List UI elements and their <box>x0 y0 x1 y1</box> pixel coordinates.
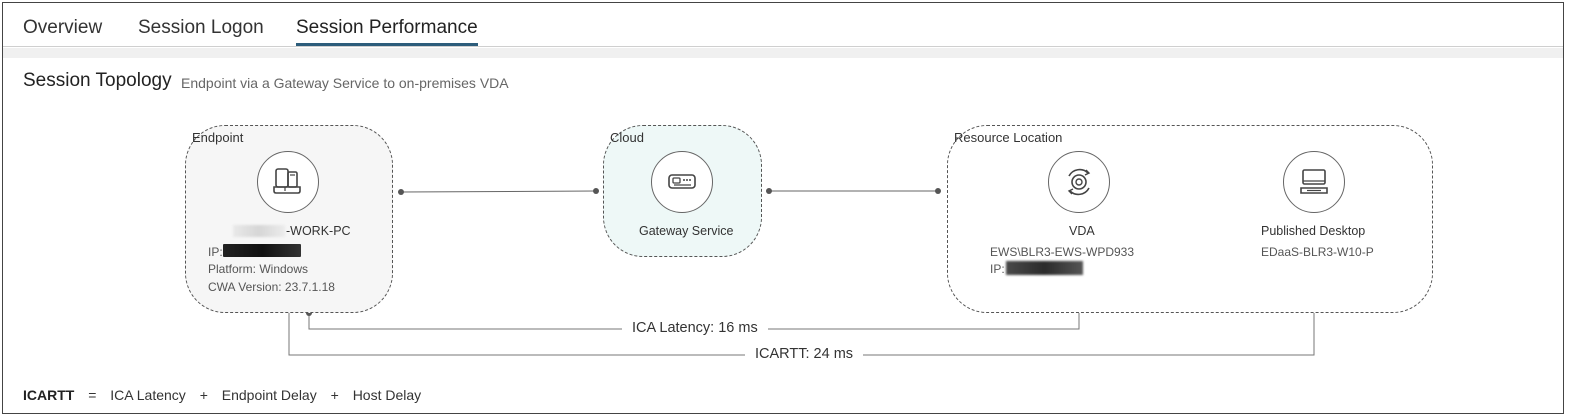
icartt-formula: ICARTT = ICA Latency + Endpoint Delay + … <box>23 387 421 403</box>
ica-latency-label: ICA Latency: 16 ms <box>622 320 768 336</box>
endpoint-platform: Platform: Windows <box>208 262 309 276</box>
resource-location-label: Resource Location <box>954 130 1063 145</box>
formula-ica-latency: ICA Latency <box>110 387 186 403</box>
published-desktop-name: Published Desktop <box>1261 224 1366 238</box>
redacted-endpoint-ip <box>223 244 301 257</box>
gateway-icon <box>668 174 696 189</box>
vda-name: VDA <box>1069 224 1095 238</box>
tab-overview[interactable]: Overview <box>23 17 103 38</box>
section-subtitle: Endpoint via a Gateway Service to on-pre… <box>181 75 509 91</box>
redacted-vda-ip <box>1006 261 1083 275</box>
formula-host-delay: Host Delay <box>352 387 422 403</box>
devices-icon <box>273 168 301 194</box>
tab-bar: Overview Session Logon Session Performan… <box>3 3 1563 47</box>
formula-equals: = <box>88 387 97 403</box>
endpoint-group-label: Endpoint <box>192 130 244 145</box>
vda-icon <box>1067 168 1091 196</box>
published-desktop-node[interactable] <box>1283 151 1345 213</box>
redacted-hostname-prefix <box>233 225 285 237</box>
formula-term: ICARTT <box>23 387 75 403</box>
vda-ip-label: IP: <box>990 262 1005 276</box>
tab-session-logon[interactable]: Session Logon <box>138 17 264 38</box>
formula-plus-2: + <box>330 387 339 403</box>
tab-session-performance[interactable]: Session Performance <box>296 17 478 38</box>
vda-host: EWS\BLR3-EWS-WPD933 <box>990 245 1135 259</box>
session-performance-panel: Overview Session Logon Session Performan… <box>2 2 1564 414</box>
resource-location-group: Resource Location <box>947 125 1433 313</box>
active-tab-indicator <box>296 43 478 46</box>
section-title: Session Topology <box>23 70 172 91</box>
gateway-node[interactable] <box>651 151 713 213</box>
section-divider <box>3 48 1563 58</box>
endpoint-cwa-version: CWA Version: 23.7.1.18 <box>208 280 335 294</box>
vda-node[interactable] <box>1048 151 1110 213</box>
published-desktop-host: EDaaS-BLR3-W10-P <box>1261 245 1374 259</box>
endpoint-node[interactable] <box>257 151 319 213</box>
formula-plus-1: + <box>199 387 208 403</box>
cloud-group-label: Cloud <box>610 130 644 145</box>
endpoint-ip-label: IP: <box>208 245 223 259</box>
gateway-name: Gateway Service <box>639 224 734 238</box>
monitor-icon <box>1300 169 1328 194</box>
endpoint-name: -WORK-PC <box>286 224 351 238</box>
icartt-label: ICARTT: 24 ms <box>745 346 864 362</box>
formula-endpoint-delay: Endpoint Delay <box>221 387 317 403</box>
